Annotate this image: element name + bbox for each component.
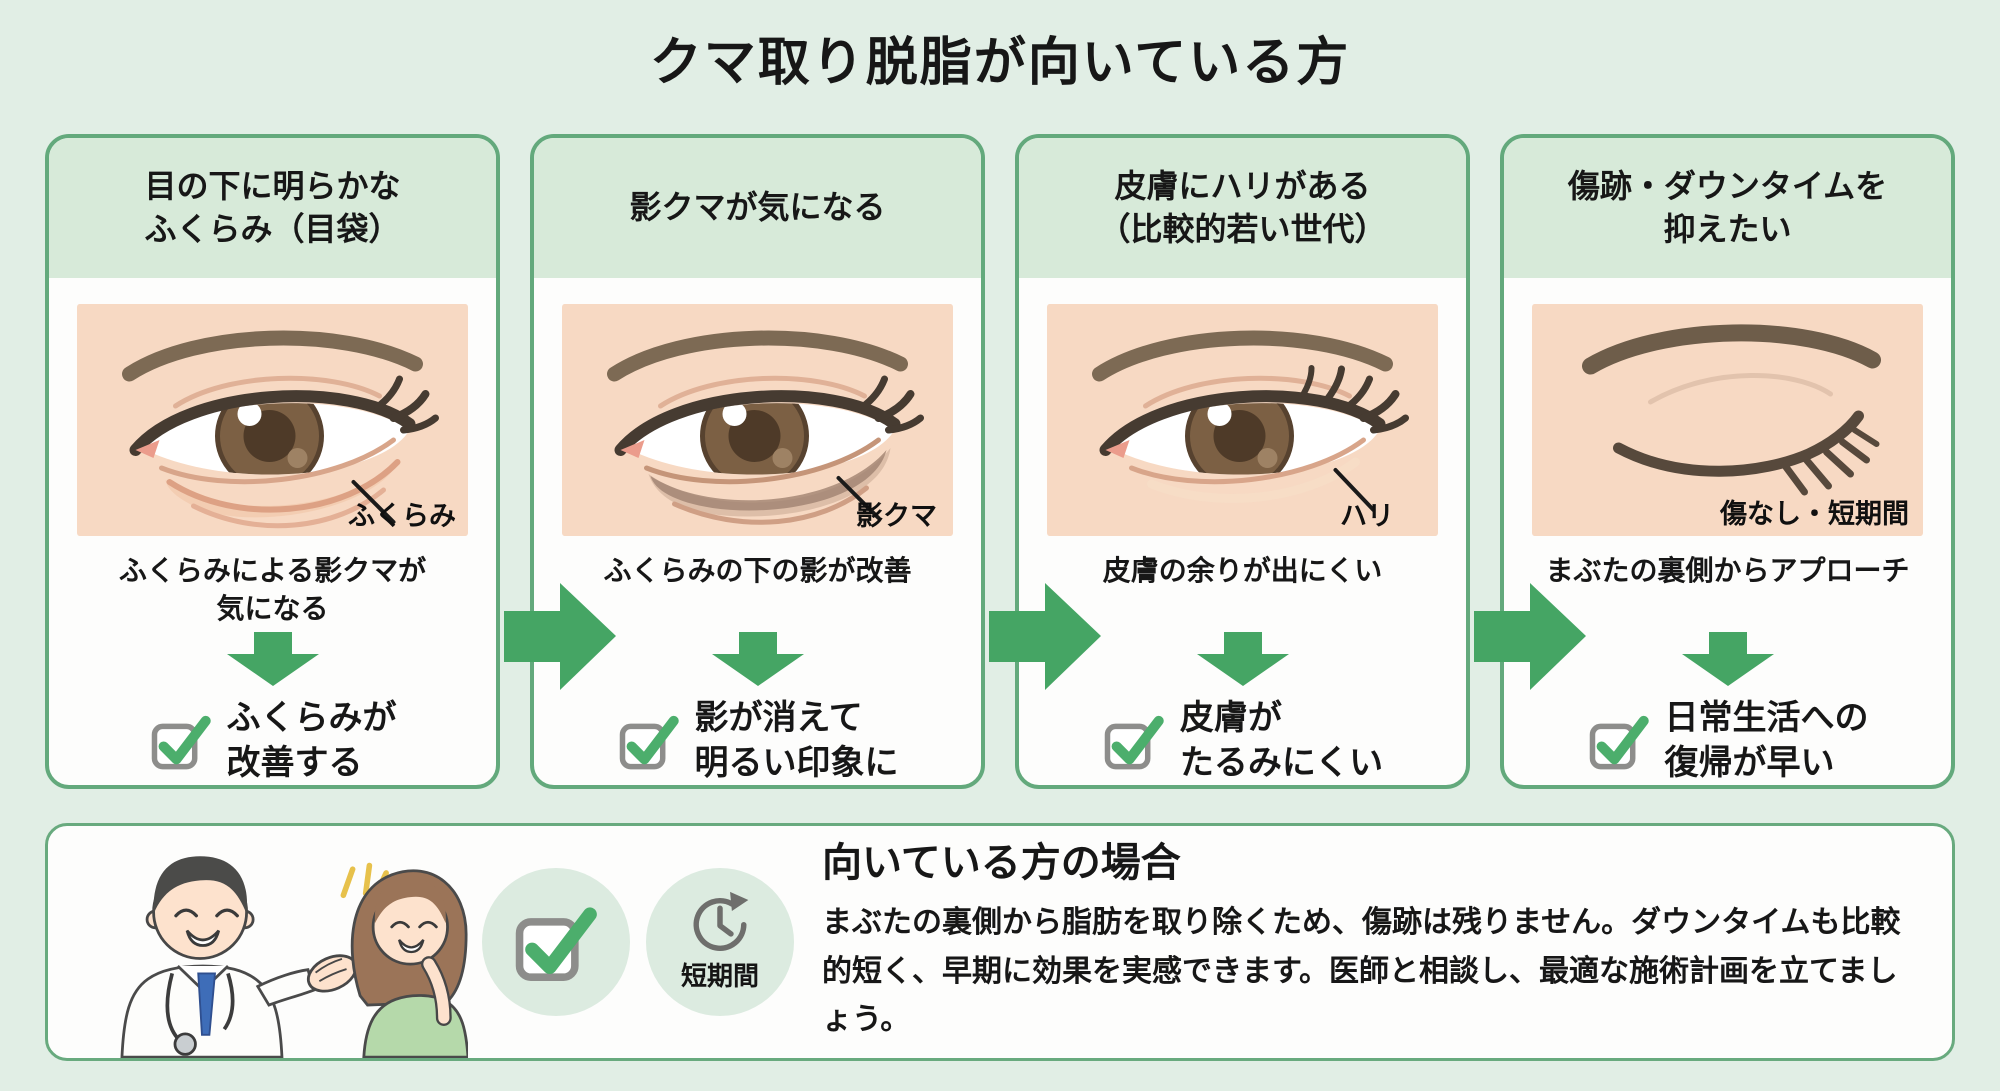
checkbox-check-icon <box>151 715 211 770</box>
cards-row: 目の下に明らかな ふくらみ（目袋） <box>45 133 1955 789</box>
card-description: ふくらみの下の影が改善 <box>603 553 912 587</box>
clock-icon <box>693 892 749 952</box>
check-badge <box>482 867 630 1016</box>
illustration-label: ふくらみ <box>348 501 456 533</box>
right-arrow-icon <box>989 582 1101 690</box>
benefit-text: 皮膚が たるみにくい <box>1179 697 1384 783</box>
illustration-label: ハリ <box>1340 501 1394 533</box>
benefit-text: ふくらみが 改善する <box>226 697 397 783</box>
footer-text-block: 向いている方の場合 まぶたの裏側から脂肪を取り除くため、傷跡は残りません。ダウン… <box>822 839 1926 1045</box>
benefit-row: 影が消えて 明るい印象に <box>534 696 981 785</box>
eye-illustration-closed: 傷なし・短期間 <box>1532 303 1923 536</box>
clock-label: 短期間 <box>680 962 759 993</box>
card-description: ふくらみによる影クマが 気になる <box>118 553 427 626</box>
right-arrow-icon <box>1474 582 1586 690</box>
short-downtime-badge: 短期間 <box>646 867 794 1016</box>
checkbox-check-icon <box>1104 715 1164 770</box>
benefit-row: 皮膚が たるみにくい <box>1019 696 1466 785</box>
down-arrow-icon <box>1681 631 1774 686</box>
eye-illustration-shadow: 影クマ <box>562 303 953 536</box>
card-firm-skin: 皮膚にハリがある （比較的若い世代） <box>1015 133 1470 789</box>
benefit-text: 日常生活への 復帰が早い <box>1664 697 1869 783</box>
eye-illustration-bulge: ふくらみ <box>77 303 468 536</box>
checkbox-check-icon <box>619 715 679 770</box>
illustration-label: 影クマ <box>856 501 937 533</box>
page-title: クマ取り脱脂が向いている方 <box>649 33 1351 93</box>
card-description: 皮膚の余りが出にくい <box>1102 553 1383 587</box>
card-shadow-dark-circle: 影クマが気になる <box>530 133 985 789</box>
checkbox-check-icon <box>1589 715 1649 770</box>
card-description: まぶたの裏側からアプローチ <box>1545 553 1910 587</box>
eye-closed-icon <box>1532 303 1923 536</box>
eye-shadow-icon <box>562 303 953 536</box>
footer-title: 向いている方の場合 <box>822 839 1181 886</box>
benefit-row: 日常生活への 復帰が早い <box>1504 696 1951 785</box>
benefit-text: 影が消えて 明るい印象に <box>694 697 899 783</box>
right-arrow-icon <box>504 582 616 690</box>
eye-firm-icon <box>1047 303 1438 536</box>
card-header: 皮膚にハリがある （比較的若い世代） <box>1019 137 1466 278</box>
down-arrow-icon <box>226 631 319 686</box>
eye-illustration-firm: ハリ <box>1047 303 1438 536</box>
card-header: 傷跡・ダウンタイムを 抑えたい <box>1504 137 1951 278</box>
benefit-row: ふくらみが 改善する <box>49 696 496 785</box>
doctor-patient-illustration <box>120 855 468 1058</box>
footer-body: まぶたの裏側から脂肪を取り除くため、傷跡は残りません。ダウンタイムも比較的短く、… <box>822 904 1901 1038</box>
suitable-case-panel: 短期間 向いている方の場合 まぶたの裏側から脂肪を取り除くため、傷跡は残りません… <box>45 822 1955 1061</box>
card-header: 目の下に明らかな ふくらみ（目袋） <box>49 137 496 278</box>
card-header: 影クマが気になる <box>534 137 981 278</box>
down-arrow-icon <box>1196 631 1289 686</box>
illustration-label: 傷なし・短期間 <box>1720 499 1909 531</box>
card-bulge: 目の下に明らかな ふくらみ（目袋） <box>45 133 500 789</box>
card-no-scar-downtime: 傷跡・ダウンタイムを 抑えたい 傷なし・短期間 まぶたの裏側からアプローチ <box>1500 133 1955 789</box>
down-arrow-icon <box>711 631 804 686</box>
eye-bulge-icon <box>77 303 468 536</box>
checkbox-check-icon <box>515 907 597 981</box>
